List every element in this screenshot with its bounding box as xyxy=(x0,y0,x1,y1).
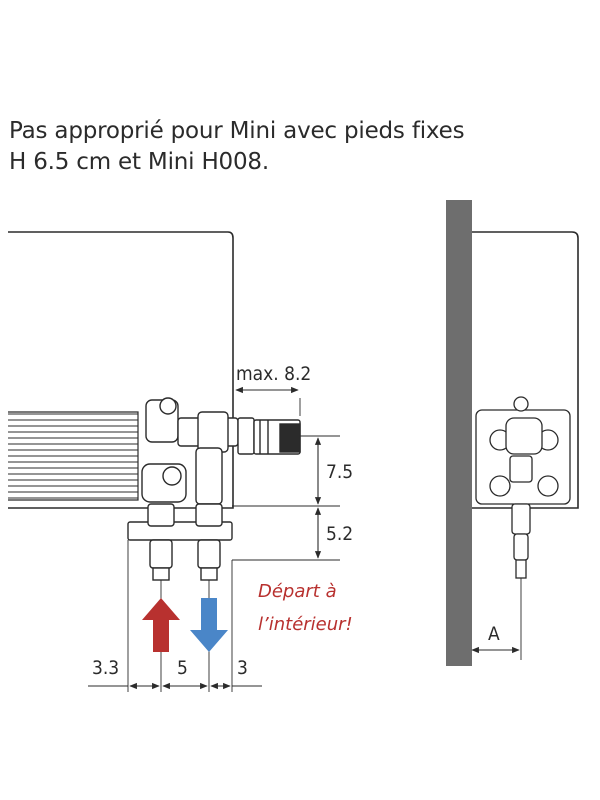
convector-side-view xyxy=(472,231,579,509)
side-valve-assembly xyxy=(475,396,571,579)
valve-assembly xyxy=(127,397,301,581)
note-line-2: l’intérieur! xyxy=(258,614,353,635)
heading: Pas approprié pour Mini avec pieds fixes… xyxy=(9,116,594,178)
left-spacing-label: 3.3 xyxy=(92,657,119,679)
wall xyxy=(446,200,472,666)
upper-height-label: 7.5 xyxy=(326,461,353,483)
convector-front-view xyxy=(8,231,234,509)
wall-distance-label: A xyxy=(488,623,500,645)
dimension-lines xyxy=(88,386,322,690)
arrow-down-icon xyxy=(190,598,228,652)
arrow-up-icon xyxy=(142,598,180,652)
max-clearance-label: max. 8.2 xyxy=(236,363,311,385)
heading-line-1: Pas approprié pour Mini avec pieds fixes xyxy=(9,118,465,144)
pipe-spacing-label: 5 xyxy=(177,657,188,679)
convector-housing xyxy=(8,231,234,509)
note-line-1: Départ à xyxy=(258,581,337,602)
heading-line-2: H 6.5 cm et Mini H008. xyxy=(9,149,269,175)
lower-height-label: 5.2 xyxy=(326,523,353,545)
right-spacing-label: 3 xyxy=(237,657,248,679)
heat-exchanger-fins xyxy=(8,413,138,499)
